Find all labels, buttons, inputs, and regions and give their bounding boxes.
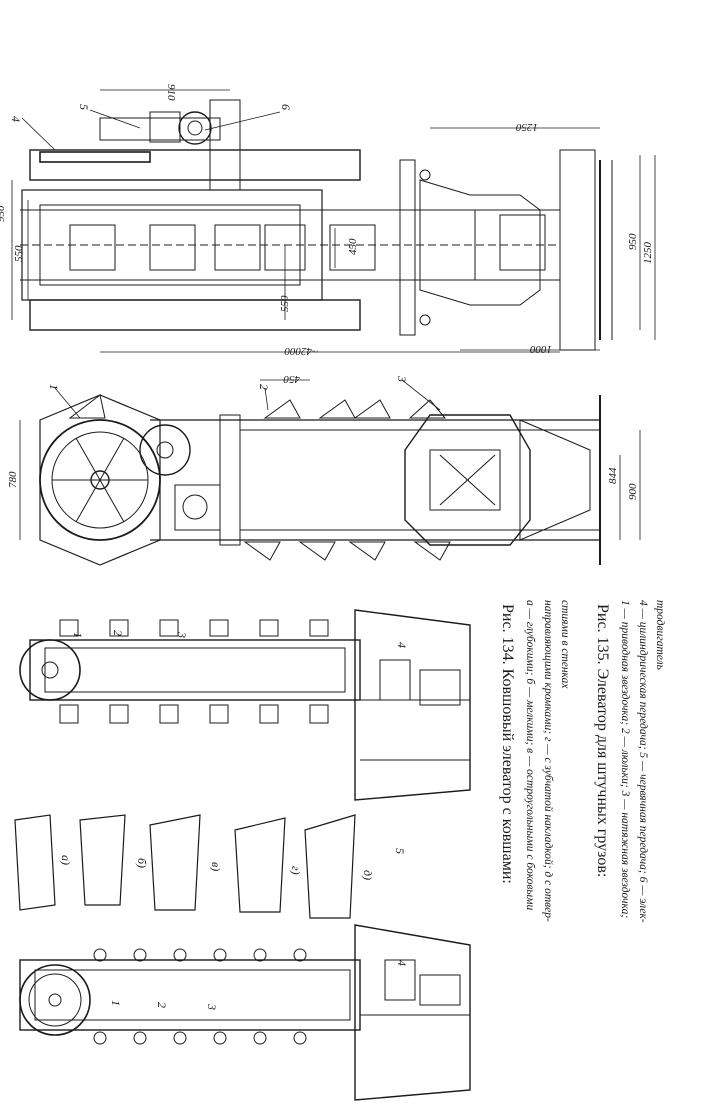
upper-buckets	[59, 619, 329, 724]
dim-550-mid: 550	[279, 295, 291, 312]
bucket-sketches	[14, 814, 356, 919]
dim-42000: ~42000	[284, 345, 318, 357]
dim-1000: 1000	[530, 343, 553, 355]
dim-450-side: 450	[283, 373, 300, 385]
bucket-label-d: д)	[361, 870, 375, 880]
dim-550-left: 550	[13, 245, 25, 262]
fig135-legend-3: тродвигатель	[654, 600, 666, 670]
dim-900: 900	[627, 483, 639, 500]
fig135-legend-1: 1 — приводная звездочка; 2 — люльки; 3 —…	[619, 600, 631, 918]
dim-910: 910	[165, 84, 177, 101]
dim-450: 450	[347, 238, 359, 255]
dim-950-left: 950	[0, 205, 7, 222]
lower-part-3: 3	[205, 1003, 219, 1010]
fig134-legend-1: а — глубокими; б — мелкими; в — остроуго…	[524, 600, 536, 911]
fig134-caption: Рис. 134. Ковшовый элеватор с ковшами:	[499, 604, 516, 884]
dim-1250-top: 1250	[516, 121, 539, 133]
lower-part-1: 1	[109, 1000, 123, 1006]
dim-780: 780	[7, 471, 19, 488]
bucket-label-v: в)	[209, 862, 223, 871]
fig135-side-view: 1 2 3 780 450 844 900	[7, 373, 641, 566]
bucket-label-g: г)	[289, 866, 303, 875]
upper-part-3: 3	[175, 631, 189, 638]
dim-950-right: 950	[627, 233, 639, 250]
lower-chain-links	[93, 948, 307, 1045]
dim-1250-right: 1250	[642, 242, 654, 265]
fig134-legend-3: стиями в стенках	[559, 600, 571, 689]
fig135-legend-2: 4 — цилиндрическая передача; 5 — червячн…	[637, 600, 649, 923]
dim-844: 844	[607, 467, 619, 484]
front-label-6: 6	[279, 104, 293, 110]
upper-part-2: 2	[111, 630, 125, 636]
fig135-front-view: 4 5 6 910 950 550 450 550 ~42000 1250 95…	[0, 84, 656, 357]
upper-part-5: 5	[393, 848, 407, 854]
side-label-3: 3	[395, 375, 409, 382]
bucket-label-b: б)	[135, 858, 149, 868]
fig134-legend-2: направляющими кромками; г — с зубчатой н…	[542, 600, 555, 922]
upper-part-1: 1	[71, 632, 85, 638]
fig135-caption: Рис. 135. Элеватор для штучных грузов:	[594, 604, 611, 877]
lower-part-2: 2	[155, 1002, 169, 1008]
lower-part-4: 4	[395, 960, 409, 966]
bucket-label-a: а)	[59, 855, 73, 865]
fig134-drawing: а) б) в) г) д) 1 2 3	[14, 609, 471, 1101]
side-label-2: 2	[257, 384, 271, 390]
side-label-1: 1	[47, 384, 61, 390]
upper-part-4: 4	[395, 642, 409, 648]
captions: Рис. 134. Ковшовый элеватор с ковшами: а…	[499, 600, 666, 923]
front-label-5: 5	[77, 104, 91, 110]
front-label-4: 4	[9, 116, 23, 122]
